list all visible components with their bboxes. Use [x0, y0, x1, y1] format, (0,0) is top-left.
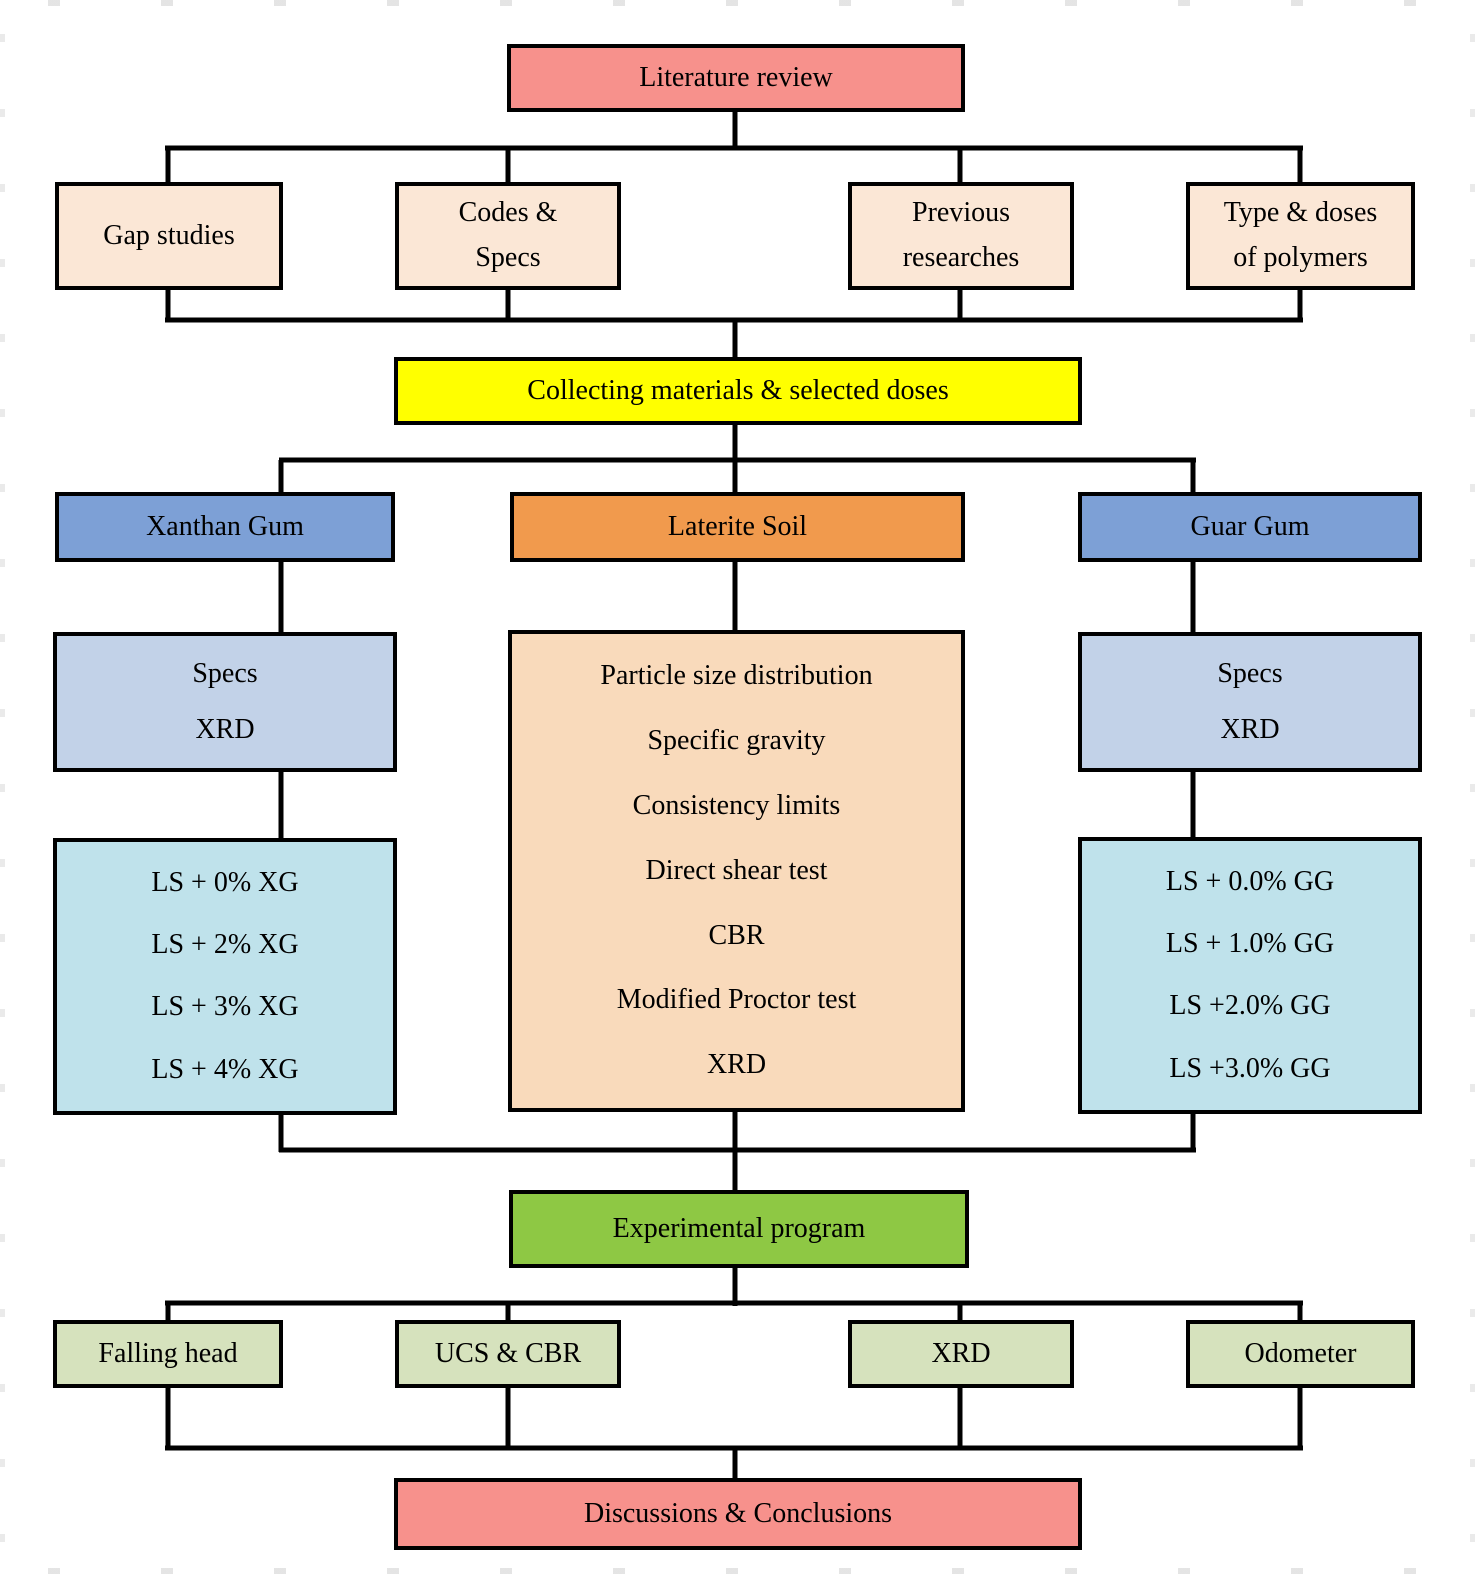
node-literature-review: Literature review: [507, 44, 965, 112]
mix-item: LS +2.0% GG: [1169, 990, 1331, 1022]
mix-item: LS +3.0% GG: [1169, 1052, 1331, 1084]
node-laterite-soil-tests: Particle size distribution Specific grav…: [508, 630, 965, 1112]
mix-item: LS + 4% XG: [151, 1053, 299, 1085]
node-discussions-conclusions: Discussions & Conclusions: [394, 1478, 1082, 1550]
canvas-edge-ticks-left: [0, 0, 5, 1574]
node-xrd: XRD: [848, 1320, 1074, 1388]
node-xanthan-specs-xrd: Specs XRD: [53, 632, 397, 772]
node-label: Collecting materials & selected doses: [527, 374, 949, 406]
node-label: Gap studies: [103, 219, 235, 251]
node-label-line1: Type & doses: [1223, 197, 1378, 229]
soil-test-item: Modified Proctor test: [616, 984, 857, 1016]
node-label: Experimental program: [612, 1212, 866, 1244]
node-xanthan-gum: Xanthan Gum: [55, 492, 395, 562]
node-label-line2: XRD: [1220, 713, 1280, 745]
node-ucs-cbr: UCS & CBR: [395, 1320, 621, 1388]
mix-item: LS + 0% XG: [151, 866, 299, 898]
node-label: Odometer: [1244, 1337, 1357, 1369]
node-label-line1: Previous: [912, 197, 1010, 229]
mix-item: LS + 0.0% GG: [1165, 865, 1335, 897]
node-collecting-materials: Collecting materials & selected doses: [394, 357, 1082, 425]
mix-item: LS + 1.0% GG: [1165, 928, 1335, 960]
node-gg-mixes: LS + 0.0% GG LS + 1.0% GG LS +2.0% GG LS…: [1078, 837, 1422, 1114]
node-gap-studies: Gap studies: [55, 182, 283, 290]
node-guar-gum: Guar Gum: [1078, 492, 1422, 562]
soil-test-item: Consistency limits: [632, 789, 841, 821]
node-laterite-soil: Laterite Soil: [510, 492, 965, 562]
node-label: UCS & CBR: [434, 1337, 582, 1369]
node-label: Discussions & Conclusions: [583, 1497, 893, 1529]
node-label: Falling head: [98, 1337, 238, 1369]
node-falling-head: Falling head: [53, 1320, 283, 1388]
node-xg-mixes: LS + 0% XG LS + 2% XG LS + 3% XG LS + 4%…: [53, 838, 397, 1115]
soil-test-item: CBR: [708, 919, 765, 951]
node-odometer: Odometer: [1186, 1320, 1415, 1388]
node-label: Laterite Soil: [667, 510, 808, 542]
node-experimental-program: Experimental program: [509, 1190, 969, 1268]
node-label: XRD: [931, 1337, 991, 1369]
node-label-line1: Specs: [192, 657, 258, 689]
node-label-line1: Specs: [1217, 657, 1283, 689]
soil-test-item: Specific gravity: [647, 725, 826, 757]
node-label: Literature review: [639, 61, 833, 93]
canvas-edge-ticks-bottom: [0, 1568, 1475, 1574]
canvas-edge-ticks-top: [0, 0, 1475, 6]
soil-test-item: XRD: [706, 1049, 767, 1081]
node-label: Xanthan Gum: [146, 510, 304, 542]
node-label: Guar Gum: [1190, 510, 1310, 542]
node-codes-specs: Codes & Specs: [395, 182, 621, 290]
mix-item: LS + 2% XG: [151, 929, 299, 961]
node-label-line2: of polymers: [1233, 242, 1368, 273]
soil-test-item: Particle size distribution: [600, 660, 873, 692]
mix-item: LS + 3% XG: [151, 991, 299, 1023]
node-label-line2: Specs: [475, 242, 541, 273]
canvas-edge-ticks-right: [1470, 0, 1475, 1574]
node-type-doses-of-polymers: Type & doses of polymers: [1186, 182, 1415, 290]
node-previous-researches: Previous researches: [848, 182, 1074, 290]
node-label-line2: XRD: [195, 713, 255, 745]
node-guar-specs-xrd: Specs XRD: [1078, 632, 1422, 772]
node-label-line1: Codes &: [458, 197, 558, 229]
soil-test-item: Direct shear test: [645, 854, 828, 886]
node-label-line2: researches: [902, 242, 1020, 273]
